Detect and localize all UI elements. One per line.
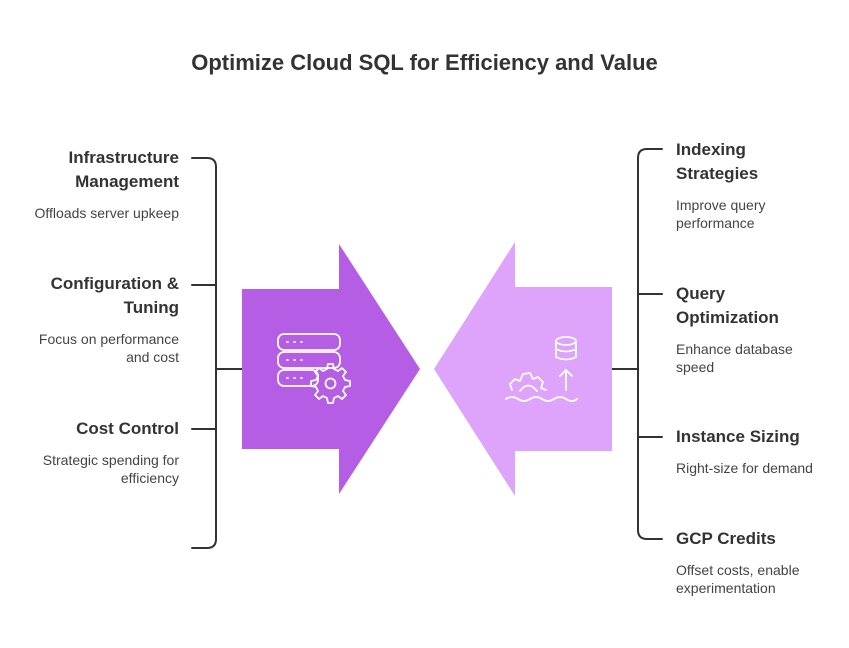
right-bracket <box>611 148 663 540</box>
item-heading: Configuration & Tuning <box>50 274 179 317</box>
item-description: Offloads server upkeep <box>34 205 180 221</box>
diagram-title: Optimize Cloud SQL for Efficiency and Va… <box>191 50 658 75</box>
item-description: Right-size for demand <box>676 460 813 476</box>
item-gcp-credits: GCP Credits Offset costs, enable experim… <box>676 527 849 597</box>
item-heading: Infrastructure Management <box>68 148 179 191</box>
item-heading: GCP Credits <box>676 529 776 548</box>
item-instance-sizing: Instance Sizing Right-size for demand <box>676 425 849 477</box>
server-gear-icon <box>277 333 351 404</box>
item-indexing-strategies: Indexing Strategies Improve query perfor… <box>676 138 849 232</box>
item-description: Improve query performance <box>676 197 766 231</box>
item-description: Enhance database speed <box>676 341 793 375</box>
item-configuration-tuning: Configuration & Tuning Focus on performa… <box>4 272 179 366</box>
item-description: Strategic spending for efficiency <box>42 452 179 486</box>
left-arrow <box>242 244 420 494</box>
left-bracket <box>191 157 243 549</box>
item-description: Offset costs, enable experimentation <box>676 562 800 596</box>
item-heading: Query Optimization <box>676 284 779 327</box>
database-gear-arrow-icon <box>505 336 578 402</box>
item-heading: Cost Control <box>76 419 179 438</box>
item-cost-control: Cost Control Strategic spending for effi… <box>4 417 179 487</box>
right-arrow <box>434 242 612 496</box>
item-heading: Instance Sizing <box>676 427 800 446</box>
item-heading: Indexing Strategies <box>676 140 759 183</box>
item-infrastructure-management: Infrastructure Management Offloads serve… <box>4 146 180 222</box>
item-description: Focus on performance and cost <box>38 331 179 365</box>
item-query-optimization: Query Optimization Enhance database spee… <box>676 282 849 376</box>
